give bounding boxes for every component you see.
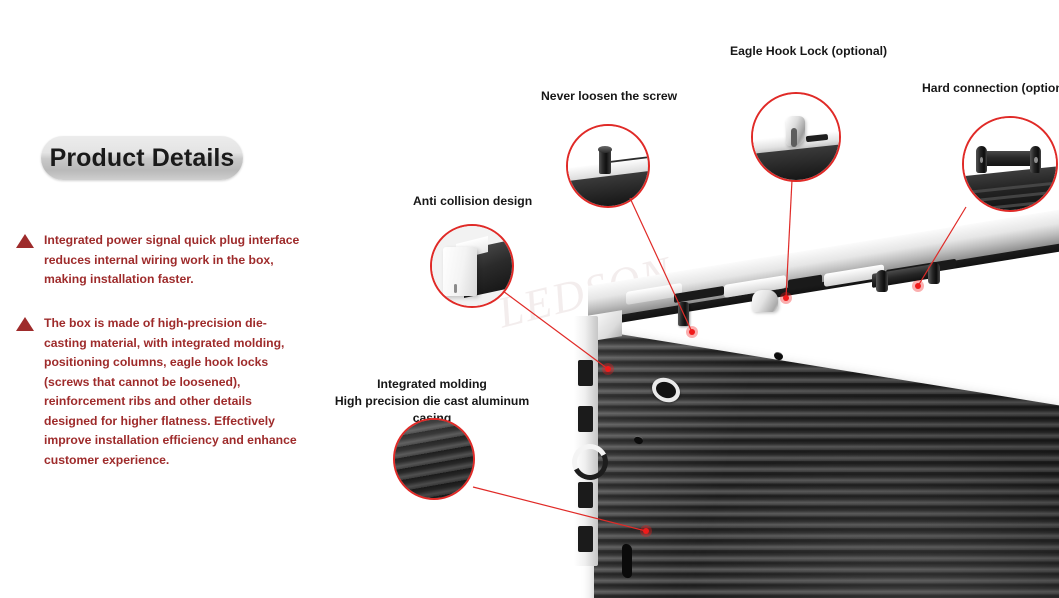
cabinet-left-slot <box>578 482 593 508</box>
callout-label-never-loosen: Never loosen the screw <box>541 89 678 103</box>
detail-circle-anti-collision <box>430 224 514 308</box>
cabinet-handle-slot <box>622 543 632 579</box>
hard-connection-bolt <box>876 270 888 292</box>
detail-circle-hard-connection <box>962 116 1058 212</box>
bullet-item: The box is made of high-precision die-ca… <box>16 314 306 470</box>
ribbed-aluminum-casing-photo <box>395 420 473 498</box>
callout-label-hard-connection: Hard connection (optional) <box>922 81 1059 95</box>
bullet-item: Integrated power signal quick plug inter… <box>16 231 306 290</box>
page-title: Product Details <box>49 143 235 172</box>
cabinet-left-slot <box>578 360 593 386</box>
triangle-bullet-icon <box>16 317 34 331</box>
hard-connection-photo <box>964 118 1056 210</box>
bullet-text: The box is made of high-precision die-ca… <box>44 316 297 467</box>
bullet-text: Integrated power signal quick plug inter… <box>44 233 300 286</box>
product-details-heading-pill: Product Details <box>41 136 243 180</box>
anti-collision-corner-photo <box>432 226 512 306</box>
triangle-bullet-icon <box>16 234 34 248</box>
detail-circle-integrated-molding <box>393 418 475 500</box>
detail-circle-eagle-hook-lock <box>751 92 841 182</box>
eagle-hook-lock-photo <box>753 94 839 180</box>
detail-circle-never-loosen-screw <box>566 124 650 208</box>
callout-label-anti-collision: Anti collision design <box>413 194 533 208</box>
callout-label-line-1: Integrated molding <box>377 377 487 391</box>
callout-label-eagle-hook-lock: Eagle Hook Lock (optional) <box>730 44 888 58</box>
cabinet-left-slot <box>578 526 593 552</box>
eagle-hook-lock <box>752 290 778 312</box>
never-loosen-screw-photo <box>568 126 648 206</box>
cabinet-left-slot <box>578 406 593 432</box>
anti-loosen-screw <box>678 302 689 326</box>
hard-connection-bolt <box>928 262 940 284</box>
led-cabinet-photo <box>556 209 1059 598</box>
cabinet-highlight <box>594 330 1059 598</box>
